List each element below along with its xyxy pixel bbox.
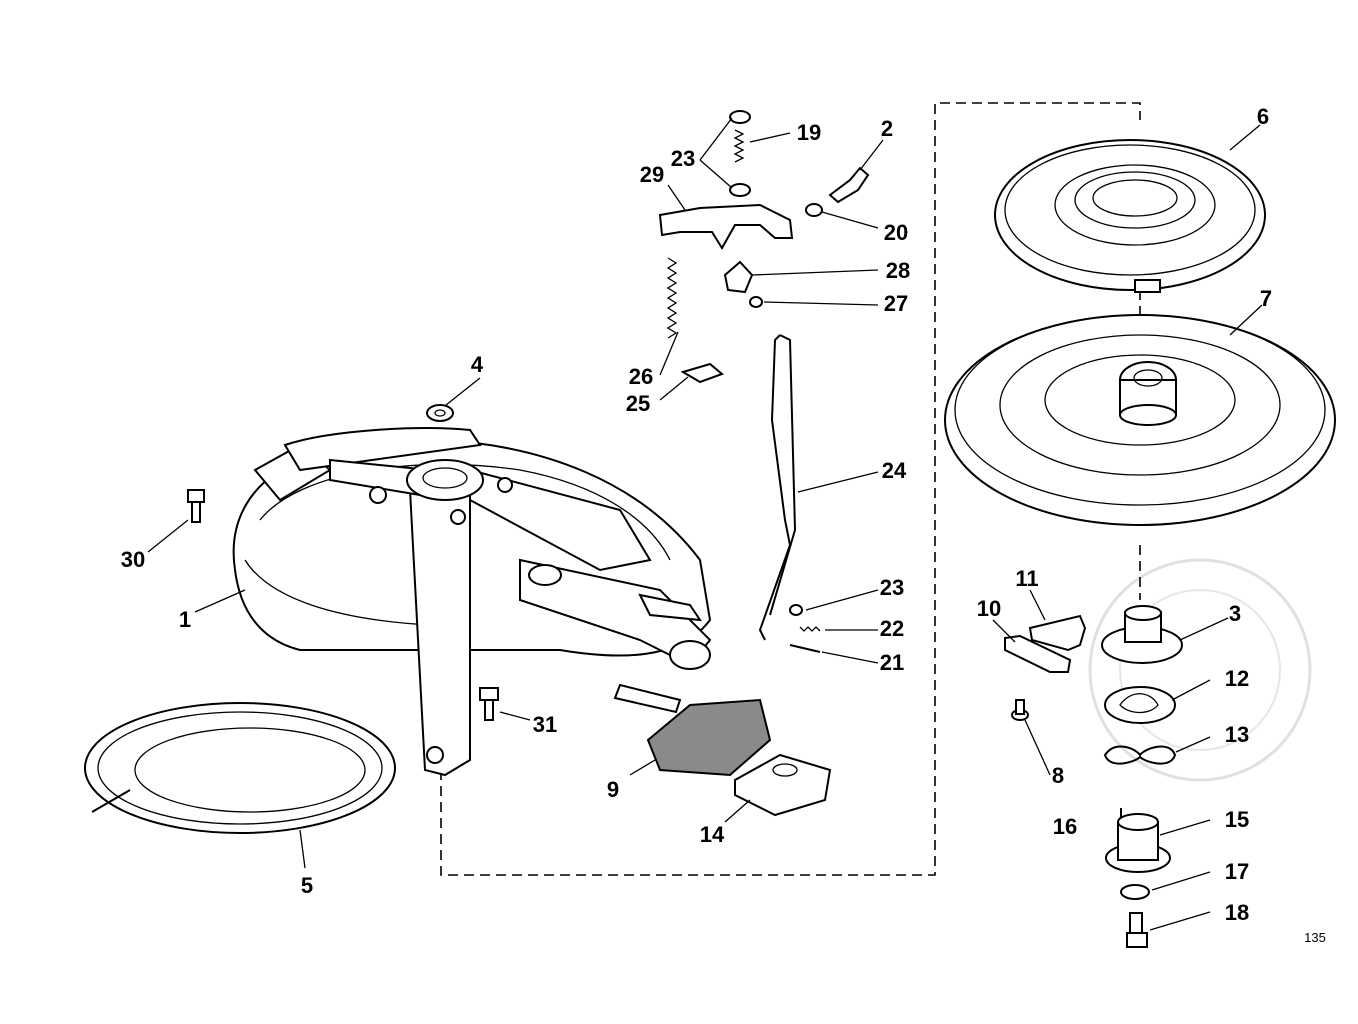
callout-8: 8 [1052,763,1064,788]
part-6-spring-assembly [994,139,1266,293]
part-23-washers-top [729,110,751,197]
part-9-handle [613,683,772,777]
callout-6: 6 [1257,104,1269,129]
part-29-lever [658,203,794,250]
part-17-washer [1120,884,1150,900]
part-starter-housing [232,427,712,777]
part-15-bushing [1105,813,1171,873]
part-13-clip [1103,745,1177,765]
callout-10: 10 [977,596,1001,621]
part-24-rod-back [769,334,797,616]
part-25-plate [680,362,724,384]
callout-27: 27 [884,291,908,316]
part-3-hub [1101,605,1183,664]
callout-7: 7 [1260,286,1272,311]
part-24-rod [758,334,792,641]
callout-15: 15 [1225,807,1249,832]
callout-17: 17 [1225,859,1249,884]
figure-number: 135 [1304,930,1326,945]
part-10-pawl [1004,634,1072,673]
callout-29: 29 [640,162,664,187]
watermark [1088,558,1312,782]
part-22-spring [799,626,821,632]
part-2-screw [828,166,870,204]
callout-11: 11 [1015,566,1038,591]
part-28-cam [723,260,754,294]
part-30-screw [187,489,205,523]
callout-23-lower: 23 [880,575,904,600]
part-26-spring [666,257,678,339]
part-14-insert [734,753,832,817]
part-7-pulley [944,314,1336,526]
callout-5: 5 [301,873,313,898]
part-12-washer [1104,686,1176,724]
part-23-washer-lower [789,604,803,616]
callout-9: 9 [607,777,619,802]
part-20-washer [805,203,823,217]
part-19-spring [733,129,745,163]
callout-21: 21 [880,650,904,675]
callout-4: 4 [471,352,484,377]
part-21-pin [789,644,821,653]
callout-26: 26 [629,364,653,389]
assembly-dash-box [440,102,1141,876]
callout-3: 3 [1229,601,1241,626]
part-4-nut [426,404,454,422]
callout-20: 20 [884,220,908,245]
callout-19: 19 [797,120,821,145]
callout-2: 2 [881,116,893,141]
callout-14: 14 [700,822,725,847]
callout-24: 24 [882,458,907,483]
part-27-pin [749,296,763,308]
callout-23-top: 23 [671,146,695,171]
part-18-screw [1126,912,1148,948]
callout-30: 30 [121,547,145,572]
callout-25: 25 [626,391,650,416]
part-11-plate [1028,614,1087,652]
callout-13: 13 [1225,722,1249,747]
callout-28: 28 [886,258,910,283]
part-5-rope [84,702,396,834]
part-31-screw [479,687,499,721]
callout-12: 12 [1225,666,1249,691]
callout-18: 18 [1225,900,1249,925]
callout-1: 1 [179,607,191,632]
callout-16: 16 [1053,814,1077,839]
part-8-screw [1011,699,1029,721]
callout-22: 22 [880,616,904,641]
callout-31: 31 [533,712,557,737]
callout-labels: 1 2 3 4 5 6 7 8 9 10 11 12 13 14 15 16 1… [121,104,1272,925]
leader-lines [147,117,1263,931]
